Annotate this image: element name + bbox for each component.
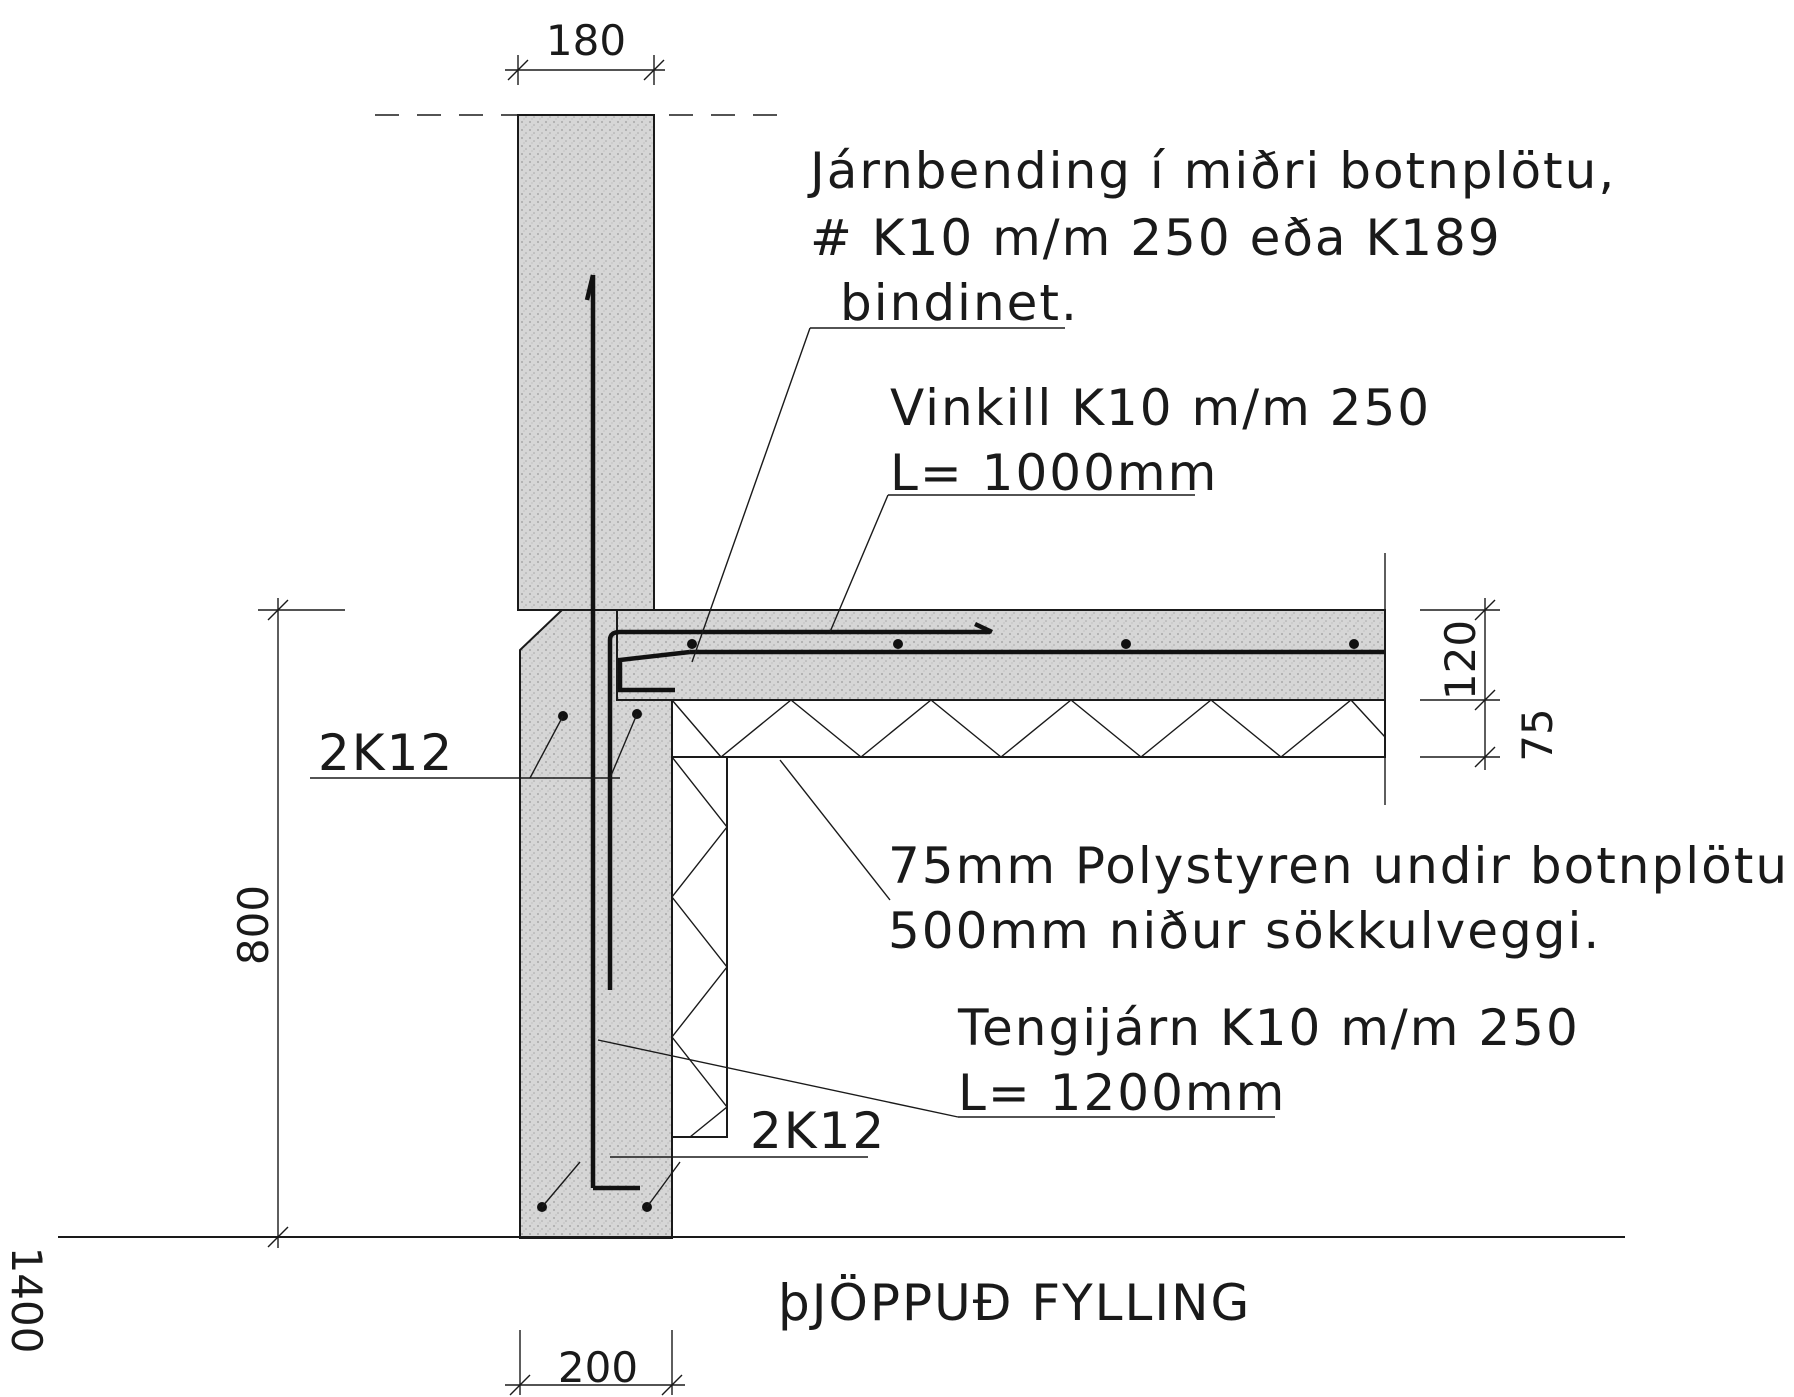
leader-lines <box>310 327 1275 1208</box>
rebar-bottom-label: 2K12 <box>750 1102 886 1160</box>
footing-width-dimension: 200 <box>558 1343 638 1392</box>
footing-height-dimension: 800 <box>229 885 278 965</box>
insulation-thickness-dimension: 75 <box>1513 708 1562 761</box>
slab-mesh-line3: bindinet. <box>840 274 1079 332</box>
corner-bar-line2: L= 1000mm <box>890 444 1218 502</box>
corner-bar-note: Vinkill K10 m/m 250 L= 1000mm <box>890 379 1431 502</box>
ground-label: þJÖPPUÐ FYLLING <box>778 1274 1251 1332</box>
insulation-note: 75mm Polystyren undir botnplötu 500mm ni… <box>888 837 1789 960</box>
dowel-bar-line2: L= 1200mm <box>958 1064 1286 1122</box>
slab-mesh-note: Járnbending í miðri botnplötu, # K10 m/m… <box>807 142 1616 332</box>
wall-width-dimension: 180 <box>546 16 626 65</box>
footing-section <box>519 609 673 1239</box>
slab-mesh-line2: # K10 m/m 250 eða K189 <box>810 209 1502 267</box>
dowel-bar-note: Tengijárn K10 m/m 250 L= 1200mm <box>957 999 1580 1122</box>
reinforcement <box>537 274 1385 1212</box>
slab-thickness-dimension: 120 <box>1436 620 1485 700</box>
insulation-line2: 500mm niður sökkulveggi. <box>888 902 1601 960</box>
corner-bar-line1: Vinkill K10 m/m 250 <box>890 379 1431 437</box>
wall-section <box>517 114 655 611</box>
dowel-bar-line1: Tengijárn K10 m/m 250 <box>957 999 1580 1057</box>
slab-mesh-line1: Járnbending í miðri botnplötu, <box>807 142 1616 200</box>
dimension-lines <box>258 55 1500 1396</box>
floor-slab <box>616 609 1386 701</box>
insulation-line1: 75mm Polystyren undir botnplötu <box>888 837 1789 895</box>
edge-partial-dimension: 1400 <box>2 1247 51 1354</box>
rebar-top-label: 2K12 <box>318 724 454 782</box>
